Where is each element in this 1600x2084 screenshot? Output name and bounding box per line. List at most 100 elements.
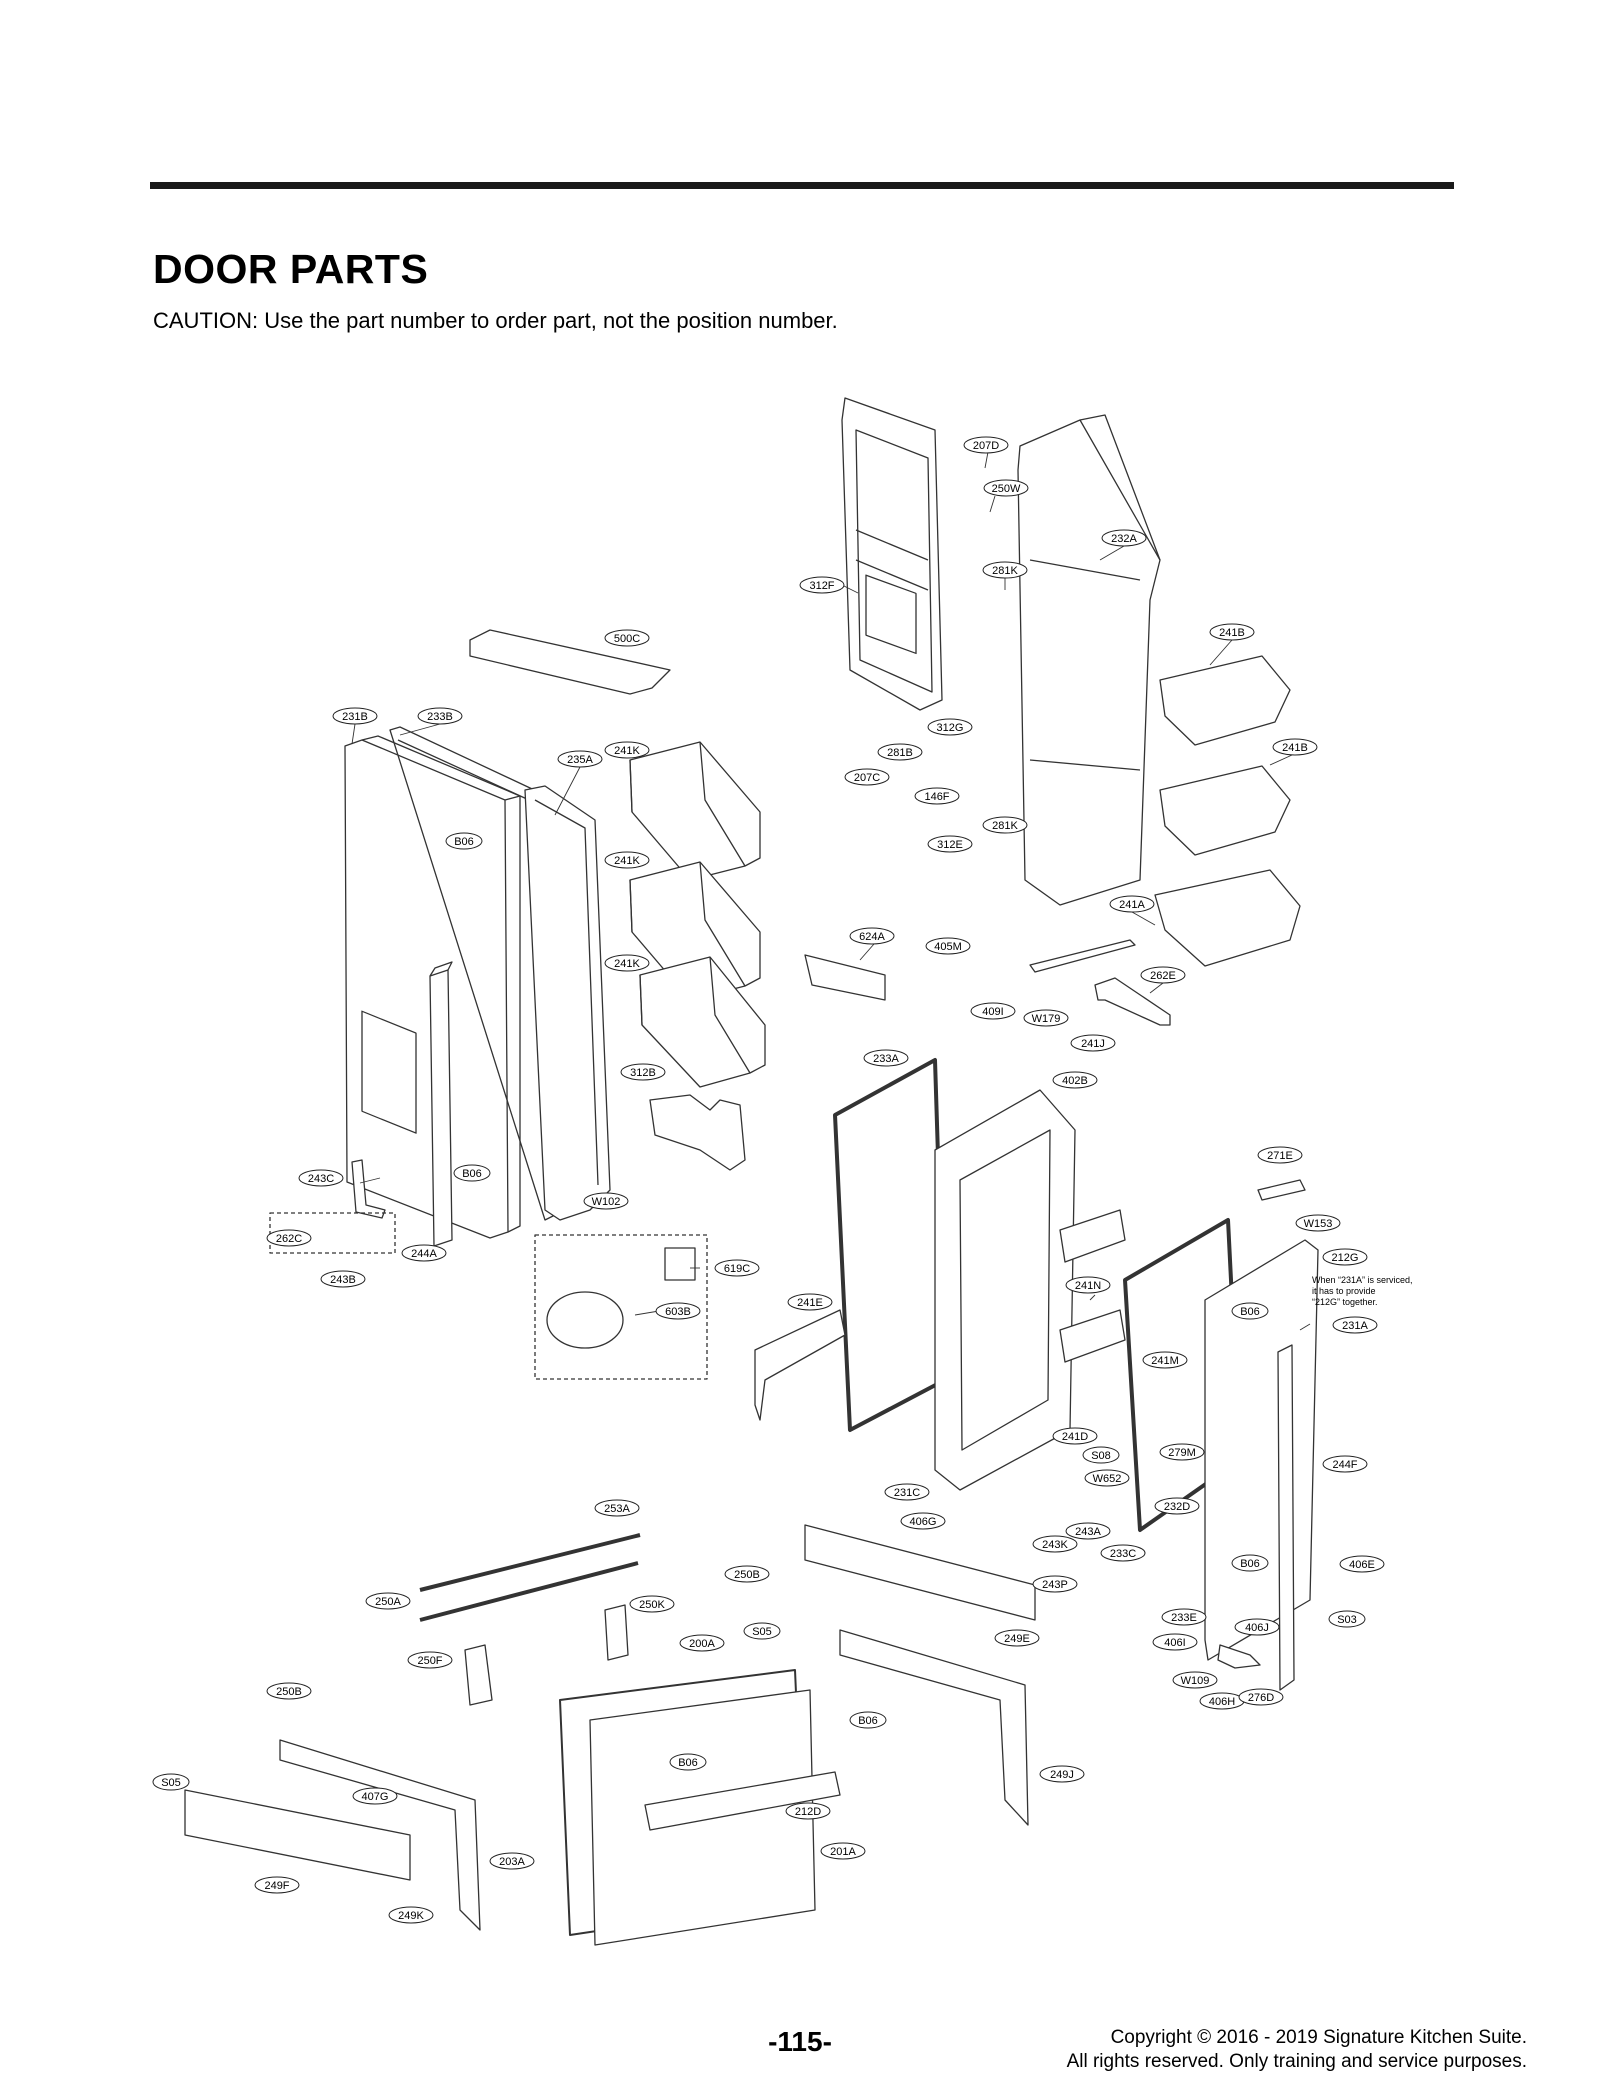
callout-250w: 250W	[983, 479, 1029, 497]
callout-243c: 243C	[298, 1169, 344, 1187]
callout-label: S05	[752, 1626, 772, 1638]
callout-279m: 279M	[1159, 1443, 1205, 1461]
callout-label: 271E	[1267, 1150, 1293, 1162]
callout-label: 212D	[795, 1806, 821, 1818]
callout-231b: 231B	[332, 707, 378, 725]
callout-bubble	[844, 768, 890, 786]
callout-bubble	[1322, 1248, 1368, 1266]
left-door-231b	[344, 735, 521, 1239]
hinge-kit-box	[269, 1212, 396, 1254]
callout-bubble	[820, 1842, 866, 1860]
callout-233c: 233C	[1100, 1544, 1146, 1562]
callout-label: 212G	[1332, 1252, 1359, 1264]
callout-label: 250B	[734, 1569, 760, 1581]
note-line-2: it has to provide	[1312, 1286, 1376, 1296]
callout-label: 233A	[873, 1053, 899, 1065]
callout-bubble	[963, 436, 1009, 454]
callout-250k: 250K	[629, 1595, 675, 1613]
callout-235a: 235A	[557, 750, 603, 768]
callout-label: 241N	[1075, 1280, 1101, 1292]
callout-label: 407G	[362, 1791, 389, 1803]
callout-bubble	[1161, 1608, 1207, 1626]
callout-label: B06	[454, 836, 474, 848]
callout-label: 243A	[1075, 1526, 1101, 1538]
callout-bubble	[332, 707, 378, 725]
callout-label: 201A	[830, 1846, 856, 1858]
callout-label: 231B	[342, 711, 368, 723]
caution-text: CAUTION: Use the part number to order pa…	[153, 308, 838, 333]
callout-bubble	[604, 851, 650, 869]
callout-406h: 406H	[1199, 1692, 1245, 1710]
callout-label: 244A	[411, 1248, 437, 1260]
callout-bubble	[799, 576, 845, 594]
callout-bubble	[320, 1270, 366, 1288]
callout-label: 624A	[859, 931, 885, 943]
callout-label: 312F	[809, 580, 834, 592]
callout-bubble	[1231, 1554, 1269, 1572]
callout-203a: 203A	[489, 1852, 535, 1870]
callout-label: S05	[161, 1777, 181, 1789]
motor-603b	[546, 1291, 624, 1349]
callout-label: 243C	[308, 1173, 334, 1185]
callout-bubble	[1209, 623, 1255, 641]
callout-bubble	[417, 707, 463, 725]
callout-bubble	[1257, 1146, 1303, 1164]
callout-bubble	[1154, 1497, 1200, 1515]
callout-281b: 281B	[877, 743, 923, 761]
callout-281k-a: 281K	[982, 561, 1028, 579]
callout-label: 406J	[1245, 1622, 1269, 1634]
callout-label: S03	[1337, 1614, 1357, 1626]
callout-241e: 241E	[787, 1293, 833, 1311]
callout-bubble	[1172, 1671, 1218, 1689]
callout-406j: 406J	[1234, 1618, 1280, 1636]
note-line-1: When “231A” is serviced,	[1312, 1275, 1413, 1285]
callout-label: 312E	[937, 839, 963, 851]
inner-door-231c	[934, 1089, 1076, 1491]
callout-s08: S08	[1082, 1446, 1120, 1464]
callout-bubble	[1065, 1522, 1111, 1540]
drawer-front-200a	[559, 1669, 841, 1946]
callout-146f: 146F	[914, 787, 960, 805]
callout-bubble	[994, 1629, 1040, 1647]
callout-label: 406H	[1209, 1696, 1235, 1708]
callout-bubble	[352, 1787, 398, 1805]
callout-label: B06	[462, 1168, 482, 1180]
callout-250a: 250A	[365, 1592, 411, 1610]
callout-label: S08	[1091, 1450, 1111, 1462]
callout-bubble	[927, 718, 973, 736]
callout-bubble	[849, 1711, 887, 1729]
callout-label: 207D	[973, 440, 999, 452]
callout-bubble	[266, 1229, 312, 1247]
callout-label: 241J	[1081, 1038, 1105, 1050]
header-rule	[150, 182, 1454, 189]
callout-312f: 312F	[799, 576, 845, 594]
callout-250b-b: 250B	[266, 1682, 312, 1700]
callout-label: 241B	[1282, 742, 1308, 754]
callout-b06-e: B06	[849, 1711, 887, 1729]
callout-bubble	[1084, 1469, 1130, 1487]
callout-243p: 243P	[1032, 1575, 1078, 1593]
callout-label: 241K	[614, 958, 640, 970]
callout-243k: 243K	[1032, 1535, 1078, 1553]
callout-bubble	[863, 1049, 909, 1067]
callout-241m: 241M	[1142, 1351, 1188, 1369]
callout-bubble	[1070, 1034, 1116, 1052]
note-line-3: “212G” together.	[1312, 1297, 1378, 1307]
callout-label: 281K	[992, 820, 1018, 832]
callout-label: 146F	[924, 791, 949, 803]
callout-bubble	[1140, 966, 1186, 984]
callout-w102: W102	[583, 1192, 629, 1210]
callout-201a: 201A	[820, 1842, 866, 1860]
callout-233e: 233E	[1161, 1608, 1207, 1626]
bracket-250k	[604, 1604, 629, 1661]
callout-b06-d: B06	[1231, 1554, 1269, 1572]
callout-bubble	[1238, 1688, 1284, 1706]
callout-bubble	[1023, 1009, 1069, 1027]
callout-label: 241K	[614, 855, 640, 867]
callout-bubble	[1032, 1575, 1078, 1593]
callout-label: 405M	[934, 941, 962, 953]
callout-label: W652	[1093, 1473, 1122, 1485]
callout-bubble	[1100, 1544, 1146, 1562]
callout-406i: 406I	[1152, 1633, 1198, 1651]
